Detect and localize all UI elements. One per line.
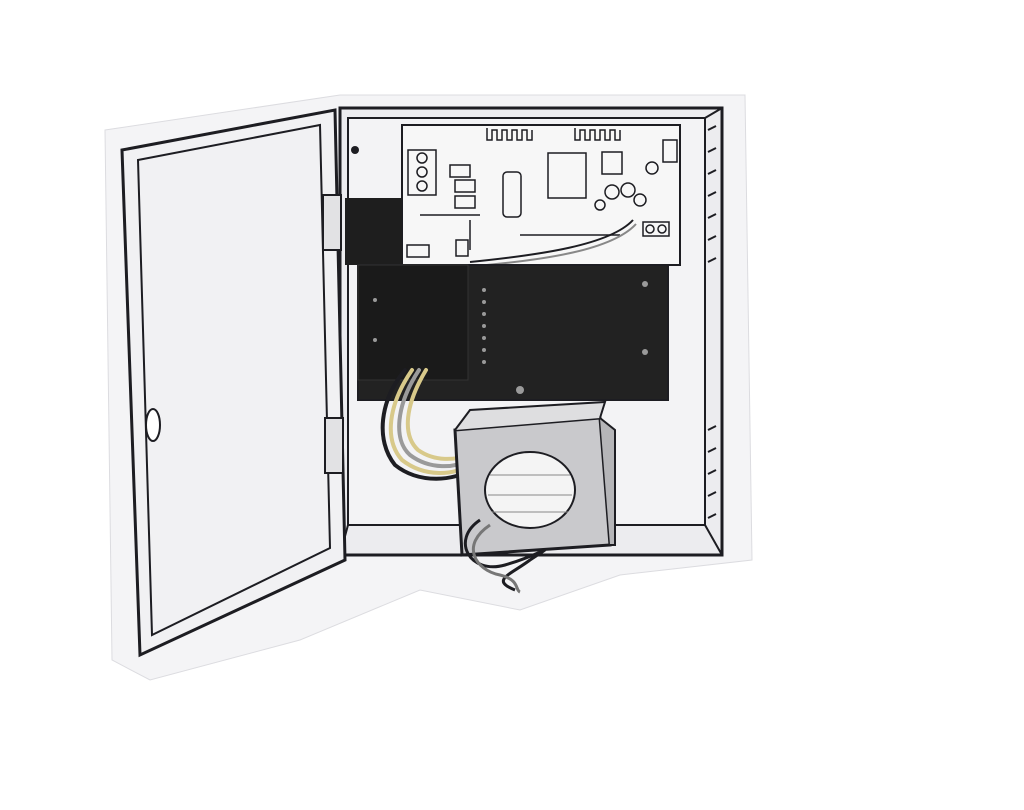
hinge-bottom — [324, 417, 344, 474]
transformer — [453, 400, 616, 594]
enclosure-door — [120, 108, 347, 658]
board-wires — [469, 219, 637, 267]
keyhole-mount — [351, 146, 359, 154]
transformer-leads — [463, 518, 546, 594]
wire-bundle — [380, 368, 472, 481]
door-latch-hole — [145, 408, 161, 442]
vent-slots — [707, 125, 717, 519]
circuit-board — [401, 124, 681, 267]
hinge-top — [322, 194, 342, 251]
mounting-panels — [345, 198, 669, 401]
